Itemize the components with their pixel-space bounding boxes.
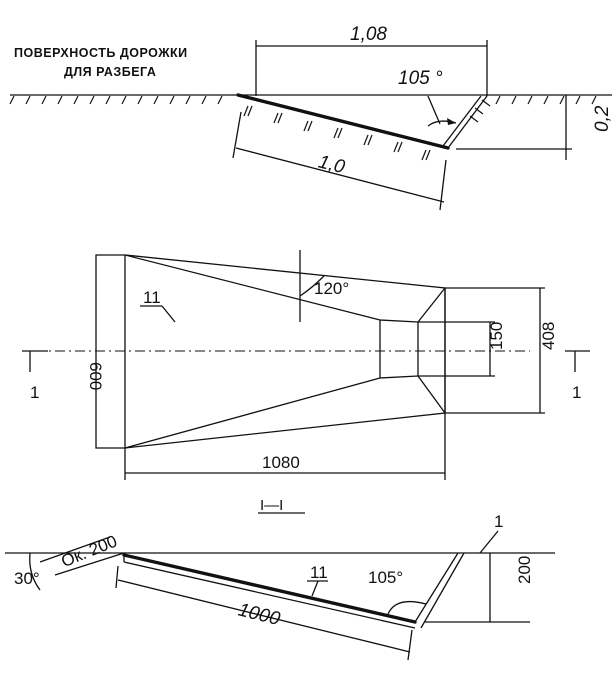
cut-label-left: 1 bbox=[30, 383, 39, 402]
funnel-step-bottom bbox=[379, 375, 419, 379]
section-label-leader bbox=[311, 580, 319, 597]
angle-arrow bbox=[447, 118, 456, 125]
front-corner-top bbox=[417, 287, 446, 323]
plan-label-leader bbox=[161, 305, 176, 323]
dim-1000-ext-right bbox=[407, 629, 413, 661]
dim-1000-label: 1000 bbox=[236, 599, 283, 630]
dim-1080-label: 1080 bbox=[262, 453, 300, 472]
ground-hatch-left bbox=[9, 95, 223, 105]
funnel-step-top bbox=[379, 319, 419, 323]
pit-front-wall bbox=[447, 95, 488, 149]
pit-front-wall-inner bbox=[442, 95, 482, 147]
angle-label: 105 ° bbox=[398, 68, 443, 89]
cut-label-right: 1 bbox=[572, 383, 581, 402]
ground-hatch-right bbox=[495, 95, 597, 105]
section-view: I—I 1 Ок. 200 30° 11 105° 1000 200 bbox=[5, 497, 555, 661]
dim-1000-ext-left bbox=[115, 565, 119, 589]
front-corner-bottom bbox=[417, 375, 446, 414]
dim-depth-label: 0,2 bbox=[592, 105, 613, 132]
dim-200-label: 200 bbox=[515, 556, 534, 584]
dim-top-label: 1,08 bbox=[350, 24, 387, 45]
plan-view: 1 1 600 11 120° 150 408 1080 bbox=[22, 250, 590, 480]
surface-label: 1 bbox=[494, 512, 503, 531]
section-front-wall-inner bbox=[420, 552, 465, 629]
dim-bottom-label: 1,0 bbox=[316, 151, 347, 178]
dim-1000-line bbox=[117, 579, 411, 653]
pit-hatch bbox=[243, 99, 491, 161]
surface-leader bbox=[479, 530, 499, 554]
plan-label: 11 bbox=[143, 288, 161, 307]
section-front-wall bbox=[414, 552, 459, 623]
dim-150-label: 150 bbox=[487, 322, 506, 350]
angle-leader bbox=[427, 95, 441, 125]
angle-105-label: 105° bbox=[368, 568, 403, 587]
funnel-top bbox=[124, 254, 381, 321]
dim-408-label: 408 bbox=[539, 322, 558, 350]
angle-30-arc bbox=[29, 552, 41, 591]
surface-caption-line1: ПОВЕРХНОСТЬ ДОРОЖКИ bbox=[14, 46, 188, 60]
section-bottom-thick bbox=[122, 553, 417, 624]
angle-120-arc bbox=[299, 275, 325, 297]
dim-bottom-ext-right bbox=[439, 159, 447, 211]
section-bottom-inner bbox=[123, 561, 416, 629]
section-label: 11 bbox=[310, 563, 328, 582]
funnel-bottom bbox=[124, 377, 381, 449]
angle-120-label: 120° bbox=[314, 279, 349, 298]
ok-dim-line bbox=[39, 536, 111, 563]
angle-30-label: 30° bbox=[14, 569, 40, 588]
dim-600-label: 600 bbox=[86, 362, 105, 390]
dim-bottom-ext-left bbox=[232, 111, 242, 159]
surface-caption-line2: ДЛЯ РАЗБЕГА bbox=[64, 65, 156, 79]
dim-bottom-line bbox=[235, 147, 445, 203]
angle-105-arc bbox=[387, 600, 427, 615]
top-diagram: ПОВЕРХНОСТЬ ДОРОЖКИ ДЛЯ РАЗБЕГА bbox=[9, 24, 613, 211]
ok-label: Ок. 200 bbox=[58, 532, 119, 572]
section-title: I—I bbox=[260, 497, 283, 514]
pit-bottom bbox=[236, 93, 450, 150]
ok-leader bbox=[54, 552, 125, 576]
